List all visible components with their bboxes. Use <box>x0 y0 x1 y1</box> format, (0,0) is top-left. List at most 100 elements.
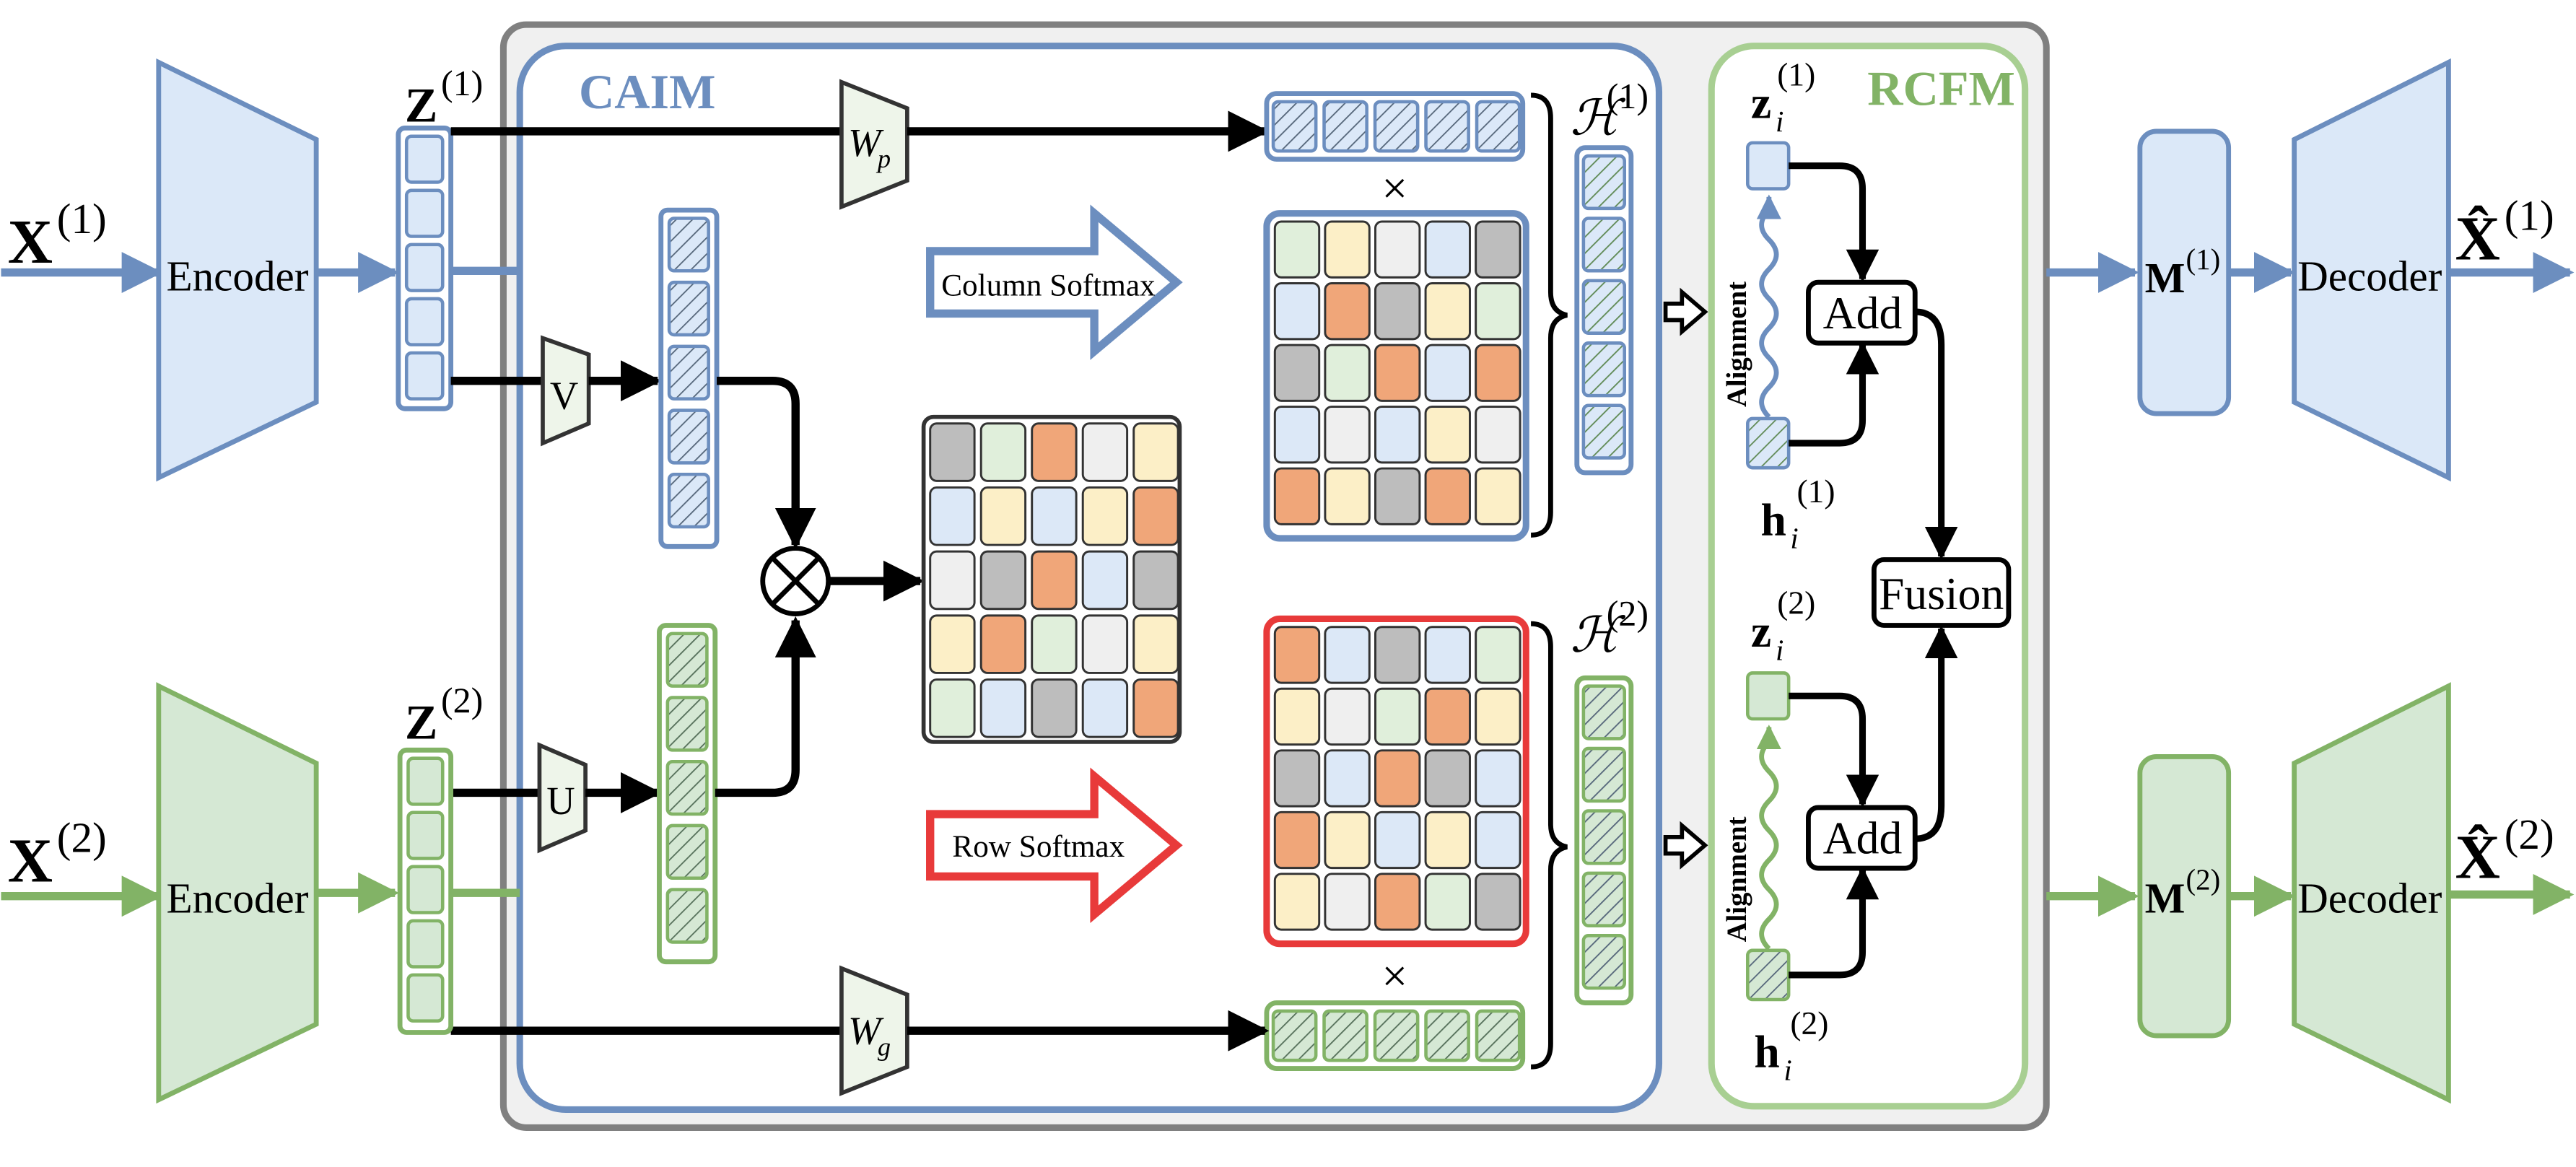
add-block-1: Add <box>1806 279 1918 346</box>
z1-label: z i (1) <box>1751 56 1815 138</box>
h2-to-add2-arrow <box>1789 866 1879 979</box>
view2-latent-vector <box>397 747 454 1035</box>
row-softmax-matrix-cell <box>1424 687 1471 746</box>
row-softmax-matrix-cell <box>1273 626 1321 684</box>
affinity-matrix-cell <box>979 422 1027 482</box>
z2-cell <box>1746 671 1791 721</box>
svg-text:Add: Add <box>1823 813 1903 864</box>
alignment-label-1: Alignment <box>1722 281 1752 407</box>
column-softmax-matrix-cell <box>1273 344 1321 402</box>
affinity-matrix-cell <box>1031 550 1078 611</box>
svg-text:(1): (1) <box>2505 191 2554 239</box>
view1-output-label: X̂ (1) <box>2455 191 2554 273</box>
fusion-block: Fusion <box>1872 557 2012 628</box>
svg-text:X: X <box>8 207 53 276</box>
affinity-matrix-cell <box>929 550 976 611</box>
z1-cell <box>1746 141 1791 191</box>
h1-label: ℋ (1) <box>1571 76 1649 145</box>
svg-text:M: M <box>2145 254 2186 302</box>
svg-text:Encoder: Encoder <box>166 874 308 922</box>
row-softmax-matrix-cell <box>1475 626 1521 684</box>
column-softmax-matrix-cell <box>1424 406 1471 464</box>
z2-to-add2-arrow <box>1789 692 1879 808</box>
column-softmax-matrix-cell <box>1273 282 1321 341</box>
z2-label: z i (2) <box>1751 585 1815 667</box>
rcfm-title: RCFM <box>1867 61 2015 116</box>
affinity-matrix-cell <box>1031 486 1078 546</box>
alignment-wave-1 <box>1756 194 1781 419</box>
view1-encoder: Encoder <box>156 58 319 482</box>
svg-text:Decoder: Decoder <box>2297 253 2442 300</box>
view1-mask: M (1) <box>2137 128 2232 416</box>
h2-cell-label: h i (2) <box>1754 1005 1828 1087</box>
times-symbol-bottom: × <box>1381 950 1407 1002</box>
view1-latent-label: Z (1) <box>405 63 483 132</box>
svg-text:(2): (2) <box>1790 1005 1828 1041</box>
affinity-matrix-cell <box>1132 678 1179 738</box>
affinity-matrix-cell <box>1081 486 1129 546</box>
wg-output-row <box>1264 1000 1526 1071</box>
svg-text:(2): (2) <box>1777 585 1815 621</box>
add-block-2: Add <box>1806 805 1918 871</box>
row-softmax-matrix-cell <box>1324 749 1371 808</box>
row-softmax-matrix-cell <box>1273 749 1321 808</box>
svg-text:V: V <box>550 373 578 417</box>
svg-text:z: z <box>1751 606 1771 657</box>
affinity-matrix-cell <box>1132 422 1179 482</box>
svg-text:(2): (2) <box>2505 810 2554 858</box>
add2-to-fusion-arrow <box>1915 625 1958 842</box>
view2-output-label: X̂ (2) <box>2455 810 2554 892</box>
svg-text:Z: Z <box>405 694 438 749</box>
svg-text:ℋ: ℋ <box>1571 90 1626 145</box>
column-softmax-matrix-cell <box>1424 344 1471 402</box>
affinity-matrix-cell <box>979 614 1027 674</box>
row-softmax-matrix-cell <box>1324 687 1371 746</box>
row-softmax-matrix-cell <box>1273 810 1321 870</box>
u-projection: U <box>537 742 588 854</box>
column-softmax-matrix-cell <box>1324 406 1371 464</box>
h1-cell <box>1746 416 1791 470</box>
svg-text:X̂: X̂ <box>2455 823 2500 892</box>
svg-text:(2): (2) <box>441 680 483 720</box>
affinity-matrix-cell <box>1132 614 1179 674</box>
row-softmax-matrix-cell <box>1424 626 1471 684</box>
row-softmax-matrix <box>1263 615 1529 948</box>
caim-title: CAIM <box>579 64 715 119</box>
affinity-matrix-cell <box>1031 422 1078 482</box>
svg-text:ℋ: ℋ <box>1571 608 1626 663</box>
svg-text:(1): (1) <box>1777 56 1815 92</box>
column-softmax-matrix-cell <box>1424 467 1471 525</box>
affinity-matrix-cell <box>929 678 976 738</box>
h2-to-rcfm-arrow <box>1663 821 1708 870</box>
v-projection: V <box>541 335 591 447</box>
affinity-matrix-cell <box>979 678 1027 738</box>
view1-input-label: X (1) <box>8 195 107 276</box>
column-softmax-arrow: Column Softmax <box>926 204 1183 360</box>
svg-text:(1): (1) <box>1607 76 1649 116</box>
h1-cell-label: h i (1) <box>1760 473 1835 555</box>
svg-text:i: i <box>1776 634 1783 666</box>
svg-text:Encoder: Encoder <box>166 253 308 300</box>
svg-text:Row Softmax: Row Softmax <box>952 829 1125 864</box>
svg-text:X: X <box>8 826 53 895</box>
svg-text:Fusion: Fusion <box>1879 568 2004 619</box>
column-softmax-matrix-cell <box>1475 344 1521 402</box>
h2-label: ℋ (2) <box>1571 593 1649 662</box>
column-softmax-matrix-cell <box>1424 220 1471 279</box>
svg-text:(1): (1) <box>1797 473 1835 510</box>
svg-text:i: i <box>1783 1054 1791 1086</box>
svg-text:(2): (2) <box>1607 593 1649 633</box>
svg-text:Add: Add <box>1823 287 1903 338</box>
svg-text:h: h <box>1754 1026 1779 1077</box>
h2-cell <box>1746 948 1791 1002</box>
column-softmax-matrix-cell <box>1475 467 1521 525</box>
svg-text:(1): (1) <box>57 195 107 242</box>
affinity-matrix-cell <box>1081 614 1129 674</box>
view2-latent-label: Z (2) <box>405 680 483 749</box>
column-softmax-matrix-cell <box>1324 282 1371 341</box>
row-softmax-matrix-cell <box>1424 749 1471 808</box>
row-softmax-matrix-cell <box>1374 749 1421 808</box>
z1-to-add1-arrow <box>1789 162 1879 283</box>
v-output-vector <box>658 207 720 549</box>
